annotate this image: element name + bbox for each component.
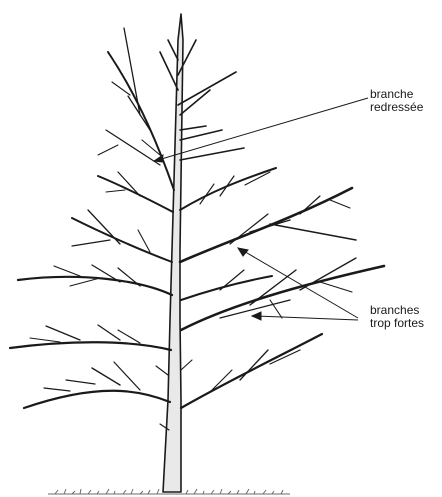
tree-trunk — [163, 14, 183, 492]
branch-strong-lower — [181, 258, 384, 330]
branch-left-third — [18, 265, 172, 295]
branch-upright — [98, 28, 174, 190]
branch-right-upper — [180, 168, 276, 210]
branch-top — [160, 40, 244, 160]
arrowhead-strong-upper — [238, 248, 248, 256]
arrowhead-upright — [154, 155, 163, 162]
branch-right-middle — [181, 270, 272, 300]
arrowhead-strong-lower — [252, 312, 261, 320]
branch-left-fifth — [98, 172, 173, 212]
branch-right-lower — [181, 334, 322, 408]
branch-left-fourth — [72, 210, 172, 262]
branch-left-lower — [24, 362, 170, 408]
label-strong-branches-line2: trop fortes — [370, 317, 424, 330]
leader-line-strong-lower — [256, 316, 358, 320]
label-upright-branch: branche redressée — [370, 88, 423, 114]
branch-left-second — [10, 325, 171, 350]
tree-branches — [10, 28, 384, 430]
branch-strong-upper — [180, 188, 356, 262]
label-upright-branch-line2: redressée — [370, 101, 423, 114]
label-strong-branches: branches trop fortes — [370, 304, 424, 330]
